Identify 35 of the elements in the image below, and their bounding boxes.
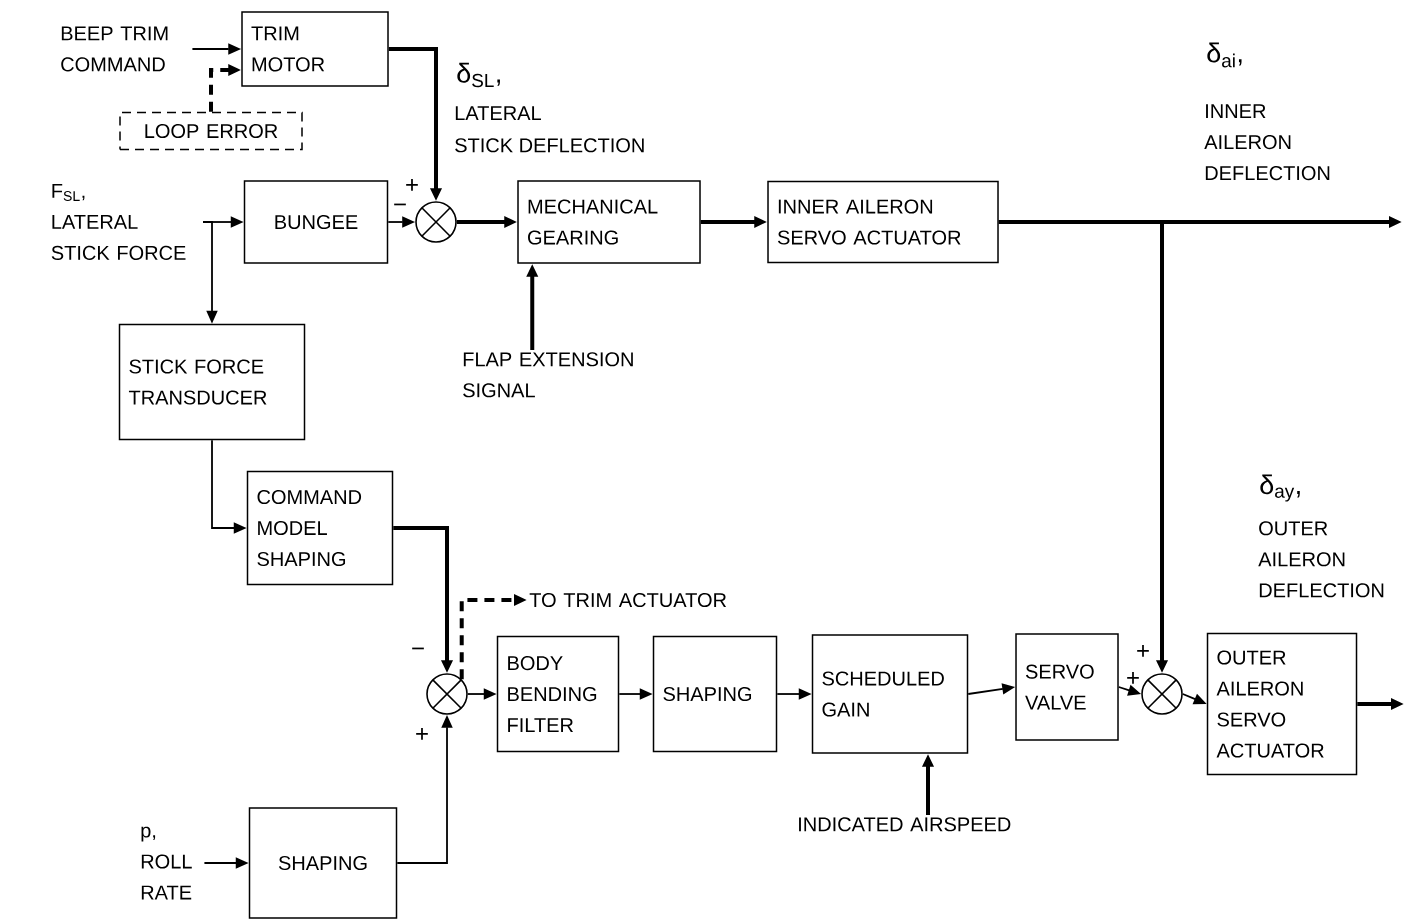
signal-label: STICK DEFLECTION — [455, 138, 644, 153]
summing-junction — [415, 201, 457, 243]
signal-label: δ$_{ay}$, — [1260, 474, 1300, 502]
sign-label: + — [406, 179, 418, 191]
dashed-box: LOOP ERROR — [119, 111, 303, 151]
summing-junction — [1141, 673, 1183, 715]
block-box: SERVO VALVE — [1015, 633, 1119, 741]
signal-label: OUTER AILERON DEFLECTION — [1258, 521, 1384, 598]
block-box: TRIM MOTOR — [241, 11, 389, 87]
signal-label: δ$_{ai}$, — [1207, 42, 1242, 68]
signal-label: INDICATED AIRSPEED — [799, 817, 1011, 832]
sign-label: + — [1137, 645, 1149, 657]
block-box: SHAPING — [248, 807, 398, 919]
block-box: OUTER AILERON SERVO ACTUATOR — [1206, 632, 1358, 776]
summing-junction — [426, 673, 468, 715]
sign-label: − — [394, 203, 406, 206]
sign-label: − — [412, 647, 424, 650]
block-box: MECHANICAL GEARING — [517, 180, 701, 264]
signal-label: F$_{SL}$, LATERAL STICK FORCE — [51, 184, 186, 260]
signal-label: δ$_{SL}$, — [457, 62, 500, 88]
sign-label: + — [416, 728, 428, 740]
signal-label: FLAP EXTENSION SIGNAL — [463, 352, 633, 398]
block-box: INNER AILERON SERVO ACTUATOR — [767, 180, 999, 264]
signal-label: LATERAL — [455, 106, 541, 120]
block-box: STICK FORCE TRANSDUCER — [118, 323, 306, 441]
block-box: BUNGEE — [243, 180, 389, 264]
block-box: SCHEDULED GAIN — [811, 634, 969, 754]
signal-label: TO TRIM ACTUATOR — [529, 592, 727, 608]
block-box: SHAPING — [652, 635, 778, 753]
signal-label: p, ROLL RATE — [141, 826, 192, 900]
sign-label: + — [1127, 672, 1139, 684]
block-box: COMMAND MODEL SHAPING — [246, 470, 394, 586]
block-box: BODY BENDING FILTER — [496, 635, 620, 753]
signal-label: INNER AILERON DEFLECTION — [1204, 104, 1330, 181]
signal-label: BEEP TRIM COMMAND — [61, 26, 168, 72]
